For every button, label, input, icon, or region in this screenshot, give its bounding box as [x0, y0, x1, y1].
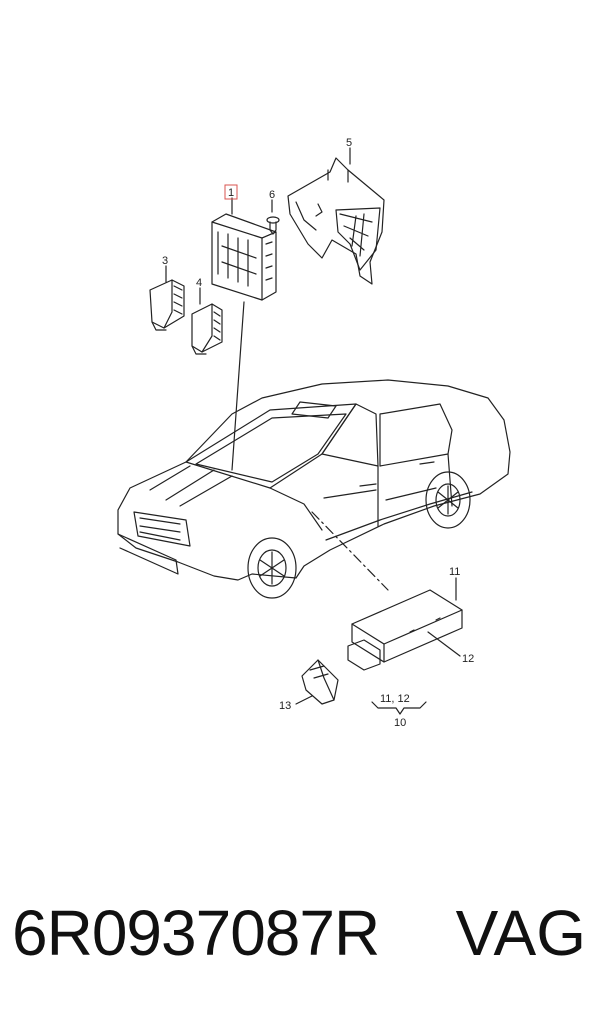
callout-1: 1	[228, 187, 234, 199]
group-bracket-10	[371, 701, 427, 715]
callout-12: 12	[462, 653, 474, 665]
connector-part-3	[149, 279, 185, 331]
callout-6: 6	[269, 189, 275, 201]
callout-13: 13	[279, 700, 291, 712]
callout-4: 4	[196, 277, 202, 289]
leader-12	[427, 631, 461, 657]
callout-5: 5	[346, 137, 352, 149]
parts-diagram: 1 6 5 3 4 11 12 13 11, 12 10	[117, 137, 511, 729]
leader-line-unit	[231, 301, 245, 471]
callout-10: 10	[394, 717, 406, 729]
connector-part-4	[191, 303, 223, 355]
brand-name: VAG	[455, 897, 586, 969]
connector-part-13	[301, 659, 339, 705]
callout-group-11-12: 11, 12	[380, 693, 410, 705]
callout-box-1	[224, 184, 238, 200]
front-wheel	[247, 537, 297, 599]
screw-part-6	[266, 216, 280, 235]
callout-3: 3	[162, 255, 168, 267]
car-illustration	[117, 379, 511, 581]
part-number: 6R0937087R	[12, 897, 380, 969]
rear-wheel	[425, 471, 471, 529]
bracket-part-5	[287, 157, 385, 285]
control-unit-part-1	[211, 213, 277, 301]
part-footer: 6R0937087R VAG	[0, 890, 600, 980]
leader-13	[295, 695, 313, 705]
module-part-11	[347, 589, 463, 671]
leader-line-module	[311, 511, 389, 591]
callout-11: 11	[449, 566, 460, 578]
